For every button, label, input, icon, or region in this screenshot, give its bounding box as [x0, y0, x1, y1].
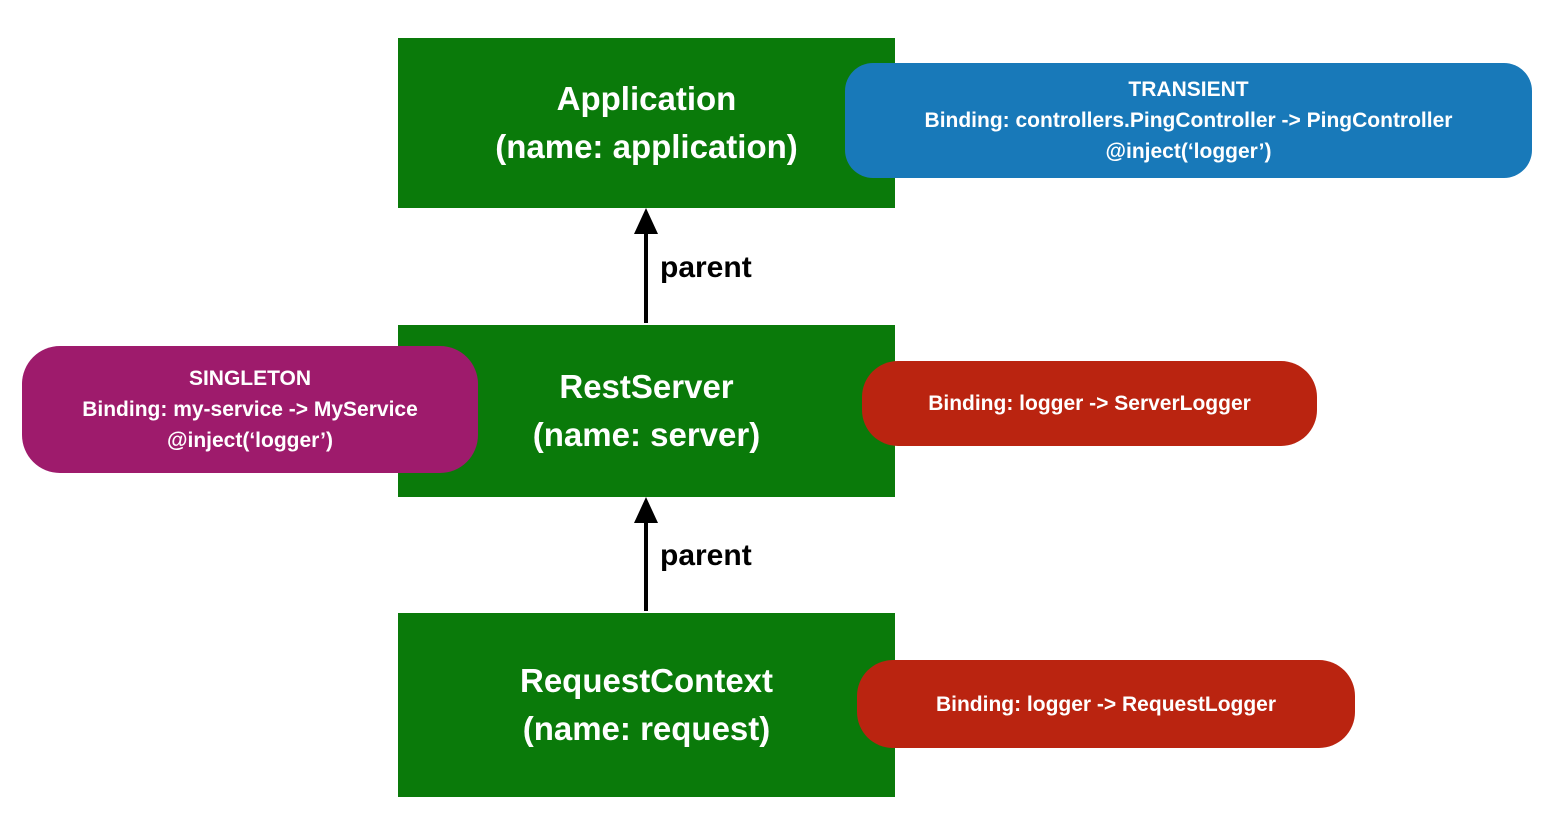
server-logger-binding-note: Binding: logger -> ServerLogger: [862, 361, 1317, 446]
restserver-context-name: (name: server): [532, 416, 761, 453]
singleton-scope-label: SINGLETON: [188, 367, 312, 390]
transient-scope-label: TRANSIENT: [1128, 78, 1249, 101]
requestcontext-context-name: (name: request): [522, 710, 771, 747]
server-logger-binding-text: Binding: logger -> ServerLogger: [928, 392, 1251, 415]
transient-binding-note: TRANSIENT Binding: controllers.PingContr…: [845, 63, 1532, 178]
request-logger-binding-note: Binding: logger -> RequestLogger: [857, 660, 1355, 748]
singleton-binding-text: Binding: my-service -> MyService: [82, 398, 418, 421]
singleton-inject-text: @inject(‘logger’): [167, 429, 333, 452]
parent-arrowhead-bottom: [634, 497, 658, 523]
application-context-name: (name: application): [495, 128, 798, 165]
transient-inject-text: @inject(‘logger’): [1105, 140, 1272, 163]
restserver-context-box: RestServer (name: server): [398, 325, 895, 497]
parent-arrow-label-bottom: parent: [660, 539, 752, 572]
requestcontext-context-box: RequestContext (name: request): [398, 613, 895, 797]
parent-arrow-line-top: [644, 230, 648, 323]
request-logger-binding-text: Binding: logger -> RequestLogger: [935, 692, 1277, 716]
parent-arrow-line-bottom: [644, 519, 648, 611]
application-context-box: Application (name: application): [398, 38, 895, 208]
transient-binding-text: Binding: controllers.PingController -> P…: [924, 109, 1453, 132]
application-context-title: Application: [556, 80, 737, 117]
parent-arrow-label-top: parent: [660, 251, 752, 284]
parent-arrowhead-top: [634, 208, 658, 234]
restserver-context-title: RestServer: [559, 368, 734, 405]
singleton-binding-note: SINGLETON Binding: my-service -> MyServi…: [22, 346, 478, 473]
requestcontext-context-title: RequestContext: [519, 662, 774, 699]
